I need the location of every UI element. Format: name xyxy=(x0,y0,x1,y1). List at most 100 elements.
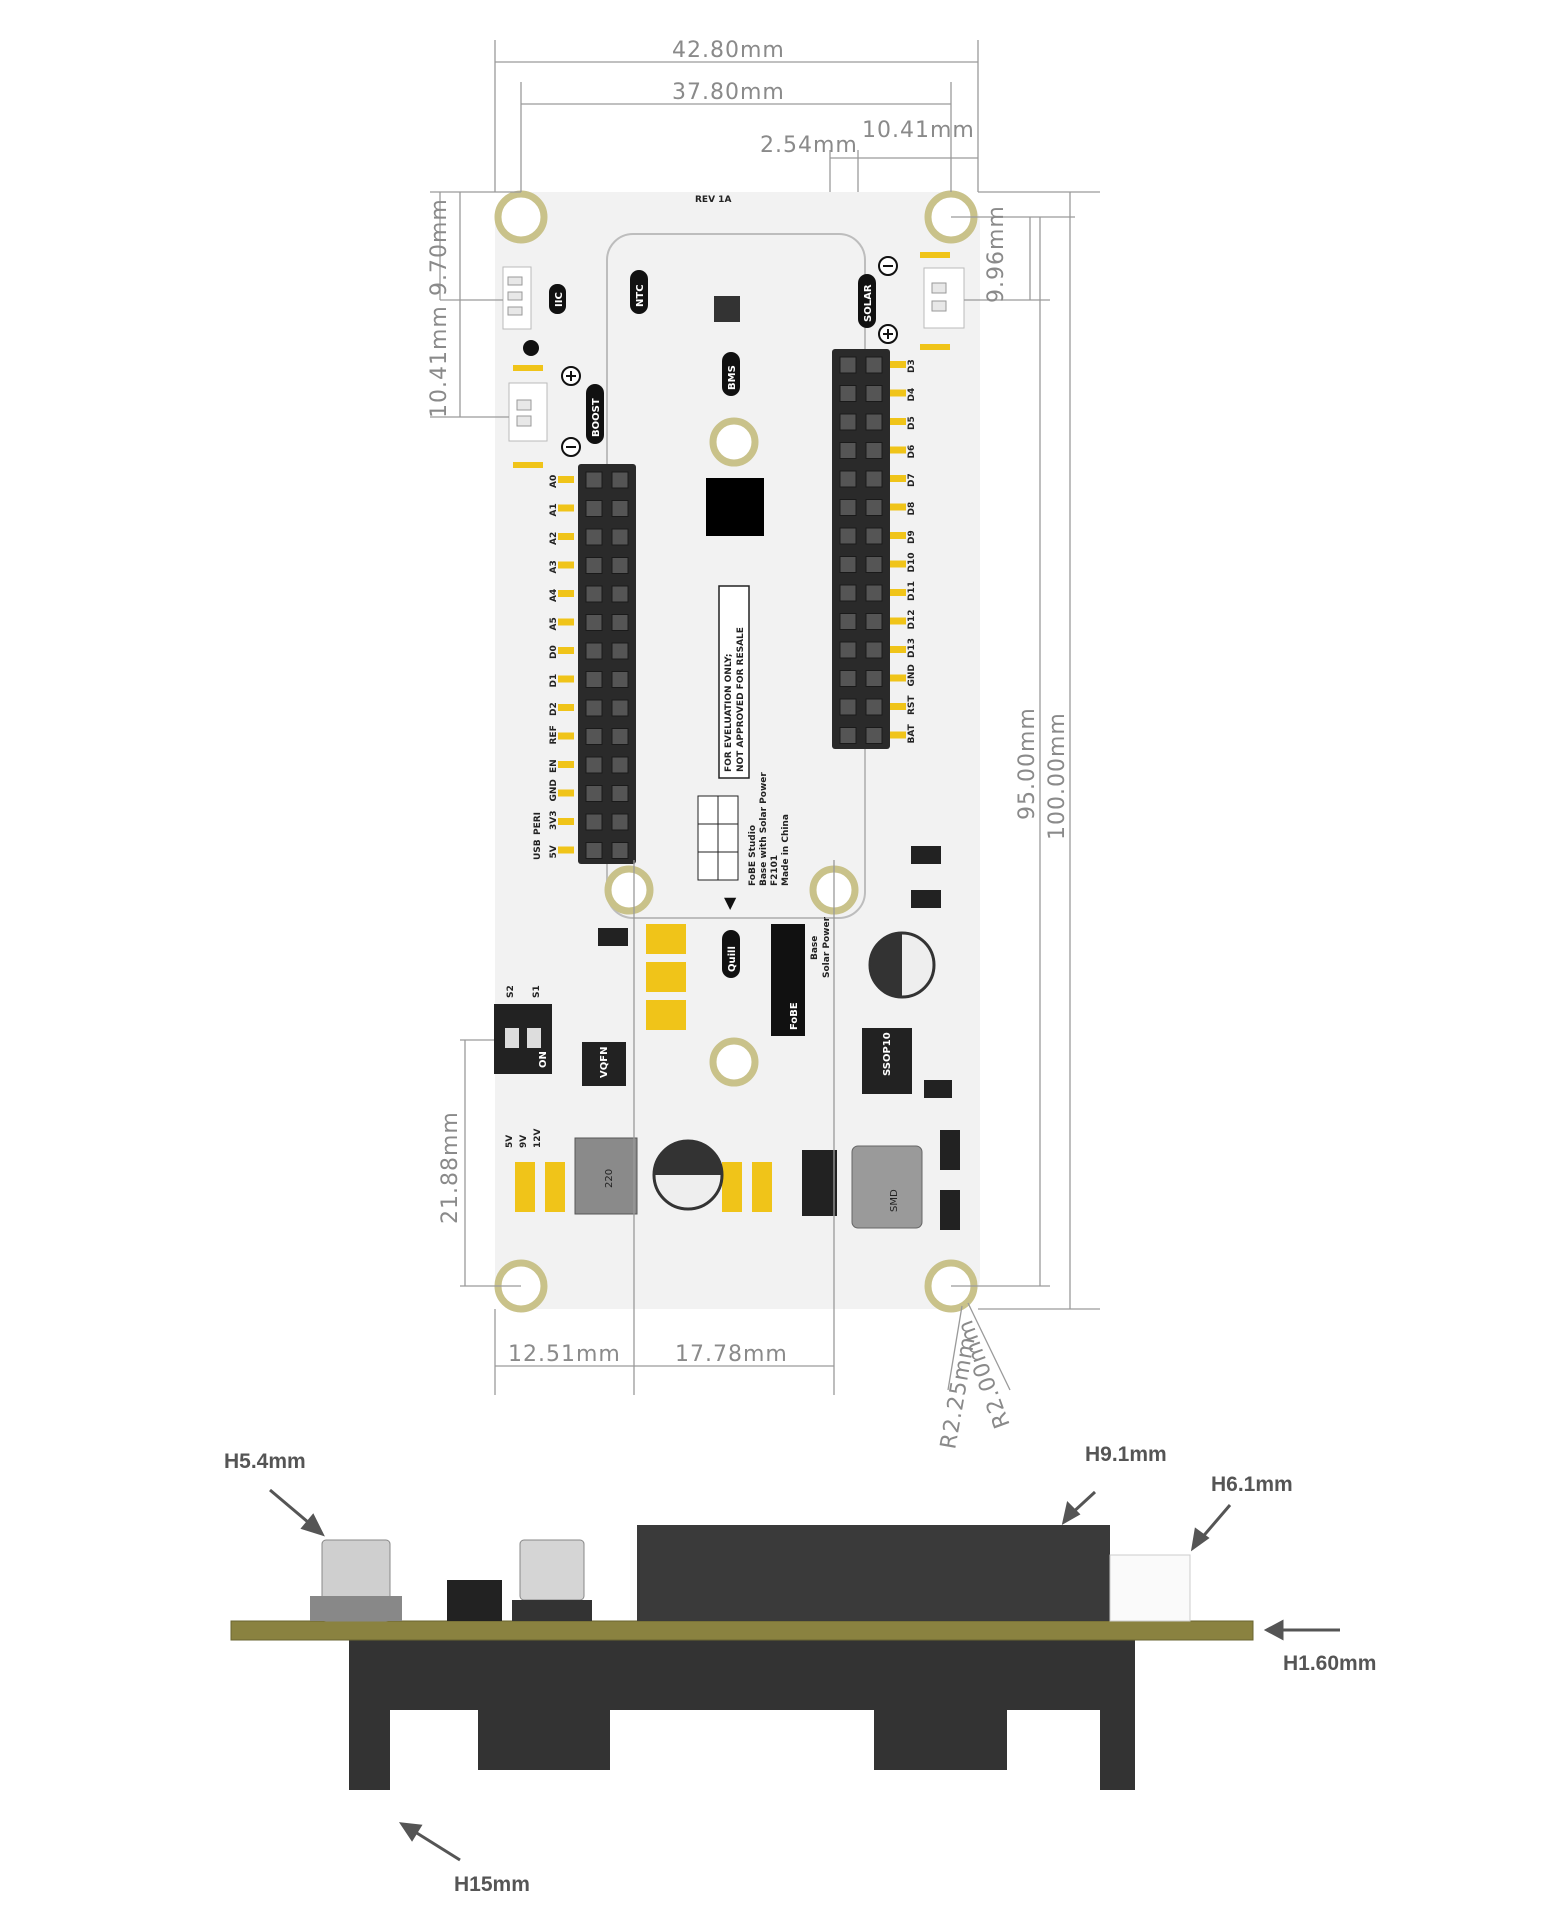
svg-text:SSOP10: SSOP10 xyxy=(882,1032,893,1076)
pin-label: 5V xyxy=(549,845,559,858)
header-pin xyxy=(585,785,603,802)
svg-text:NOT APPROVED FOR RESALE: NOT APPROVED FOR RESALE xyxy=(736,627,746,772)
svg-text:ON: ON xyxy=(538,1051,549,1068)
side-cap-left xyxy=(310,1539,402,1622)
pin-pad xyxy=(890,503,906,511)
header-pin xyxy=(865,413,883,431)
header-pin xyxy=(611,471,629,489)
dim-board-width: 42.80mm xyxy=(672,38,785,63)
pin-label: D3 xyxy=(907,359,917,373)
tantalum-caps xyxy=(515,924,772,1212)
header-pin xyxy=(839,641,857,659)
pin-label: A5 xyxy=(549,617,559,630)
pin-pad xyxy=(890,532,906,539)
header-pin xyxy=(585,756,603,774)
header-pin xyxy=(865,356,883,374)
fobe-logo: FoBE Base Solar Power xyxy=(771,916,832,1036)
boost-badge: BOOST xyxy=(586,384,604,444)
header-pin xyxy=(865,470,883,488)
svg-text:220: 220 xyxy=(604,1169,615,1188)
side-label-pcb: H1.60mm xyxy=(1283,1652,1376,1675)
header-pin xyxy=(585,557,603,574)
pin-pad xyxy=(890,617,906,625)
header-pin xyxy=(865,698,883,716)
pin-pad xyxy=(890,389,906,397)
header-pin xyxy=(611,842,629,859)
header-pin xyxy=(611,699,629,717)
header-pin xyxy=(839,470,857,488)
boost-connector xyxy=(508,365,548,468)
side-label-battery: H15mm xyxy=(454,1873,530,1896)
pin-label: D6 xyxy=(907,445,917,459)
header-pin xyxy=(611,528,629,546)
header-pin xyxy=(839,556,857,573)
header-pin xyxy=(865,727,883,744)
header-pin xyxy=(611,728,629,745)
dimension-lines xyxy=(430,40,1100,1395)
pin-label: A0 xyxy=(549,475,559,488)
pin-label: D1 xyxy=(549,674,559,688)
pin-label: REF xyxy=(549,725,559,744)
pin-label: D8 xyxy=(907,502,917,516)
inductor-220: 220 xyxy=(574,1137,638,1215)
smd-inductor: SMD xyxy=(851,1145,923,1229)
pin-label: D4 xyxy=(907,388,917,402)
pin-pad xyxy=(558,533,574,540)
svg-text:5V: 5V xyxy=(505,1135,515,1148)
pin-label: D9 xyxy=(907,530,917,544)
header-pin xyxy=(839,698,857,716)
pin-pad xyxy=(890,646,906,653)
svg-text:SOLAR: SOLAR xyxy=(863,284,874,322)
pin-pad xyxy=(558,504,574,512)
pin-label: D2 xyxy=(549,702,559,716)
dim-board-height: 100.00mm xyxy=(1045,712,1070,840)
header-pin xyxy=(611,585,629,603)
pin-label: A2 xyxy=(549,532,559,545)
header-pin xyxy=(865,442,883,459)
pin-label: D5 xyxy=(907,416,917,430)
pin-pad xyxy=(558,590,574,597)
small-ic xyxy=(523,340,539,356)
header-pin xyxy=(585,642,603,660)
electrolytic-cap xyxy=(652,1139,724,1211)
svg-text:Solar Power: Solar Power xyxy=(822,916,832,978)
svg-text:Made in China: Made in China xyxy=(781,814,791,886)
solar-badge: SOLAR xyxy=(858,274,876,328)
header-pin xyxy=(865,670,883,687)
pin-label-peri: PERI xyxy=(533,812,543,835)
quill-badge: Quill xyxy=(722,930,740,978)
pin-pad xyxy=(558,647,574,654)
side-connector xyxy=(1109,1554,1191,1622)
iic-badge: IIC xyxy=(549,284,566,314)
header-pin xyxy=(865,385,883,402)
header-pin xyxy=(611,557,629,574)
header-pin xyxy=(839,442,857,459)
pin-pad xyxy=(558,789,574,797)
pin-pad xyxy=(890,475,906,482)
dim-hole-offset-top-right: 9.96mm xyxy=(984,205,1009,303)
dim-hole-spacing-y: 95.00mm xyxy=(1015,707,1040,820)
pin-label: D7 xyxy=(907,473,917,487)
pin-pad xyxy=(890,674,906,682)
header-pin xyxy=(839,527,857,545)
header-pin xyxy=(585,699,603,717)
pin-pad xyxy=(558,476,574,483)
dim-hole-spacing-x: 37.80mm xyxy=(672,80,785,105)
pin-pad xyxy=(558,704,574,711)
header-pin xyxy=(585,471,603,489)
dim-hole-offset-top-left: 9.70mm xyxy=(427,198,452,296)
pin-label: GND xyxy=(549,779,559,801)
pin-label: D12 xyxy=(907,610,917,630)
dim-bottom-hole-height: 21.88mm xyxy=(438,1111,463,1224)
header-pin xyxy=(585,585,603,603)
dim-offset-right: 10.41mm xyxy=(862,118,975,143)
pin-pad xyxy=(558,732,574,740)
header-pin xyxy=(839,613,857,630)
side-label-connector: H6.1mm xyxy=(1211,1473,1293,1496)
solar-connector xyxy=(920,252,965,350)
arrow-marker: ▼ xyxy=(724,893,737,912)
pin-label: A3 xyxy=(549,560,559,573)
transistors xyxy=(598,846,952,1098)
svg-text:Base with Solar Power: Base with Solar Power xyxy=(759,772,769,886)
svg-text:F2101: F2101 xyxy=(770,855,780,886)
